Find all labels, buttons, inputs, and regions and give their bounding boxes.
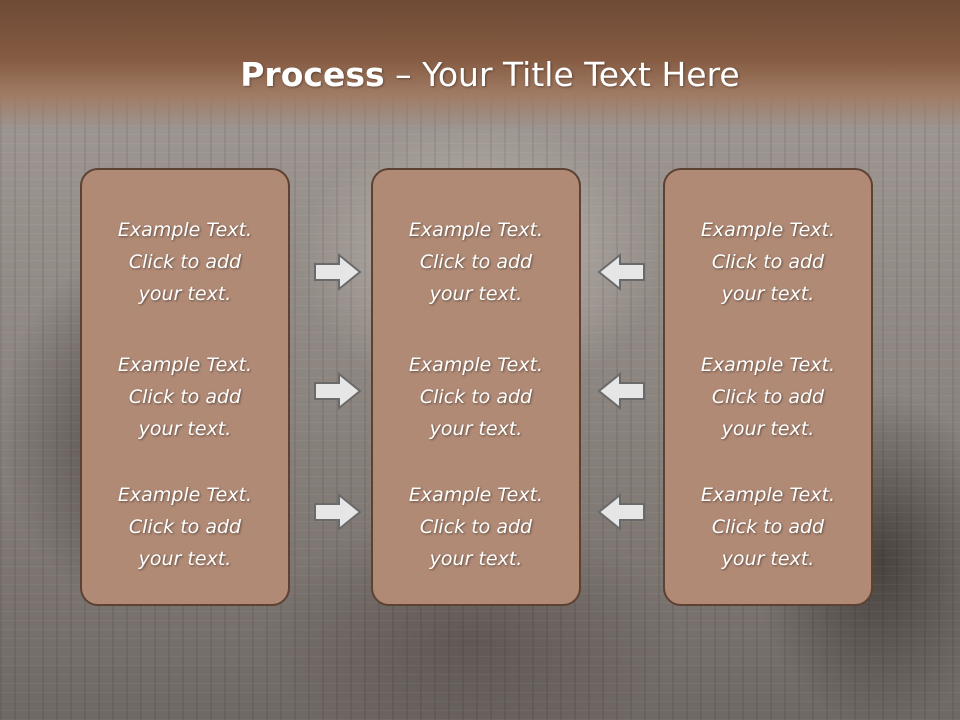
left-arrow-icon [596, 372, 646, 410]
box-left-text-2[interactable]: Example Text. Click to add your text. [117, 354, 253, 440]
right-arrow-icon [313, 372, 363, 410]
title-rest: – Your Title Text Here [384, 55, 740, 94]
box-left-text-3[interactable]: Example Text. Click to add your text. [117, 484, 253, 570]
process-box-left[interactable]: Example Text. Click to add your text. Ex… [80, 168, 290, 606]
box-right-text-2[interactable]: Example Text. Click to add your text. [700, 354, 836, 440]
box-left-text-1[interactable]: Example Text. Click to add your text. [117, 219, 253, 305]
left-arrow-icon [596, 253, 646, 291]
process-box-right[interactable]: Example Text. Click to add your text. Ex… [663, 168, 873, 606]
process-box-middle[interactable]: Example Text. Click to add your text. Ex… [371, 168, 581, 606]
box-middle-text-1[interactable]: Example Text. Click to add your text. [408, 219, 544, 305]
title-bar [0, 0, 960, 130]
box-right-text-1[interactable]: Example Text. Click to add your text. [700, 219, 836, 305]
title-bold: Process [240, 55, 385, 94]
left-arrow-icon [596, 493, 646, 531]
slide-title[interactable]: Process – Your Title Text Here [0, 52, 960, 98]
box-middle-text-2[interactable]: Example Text. Click to add your text. [408, 354, 544, 440]
right-arrow-icon [313, 493, 363, 531]
box-middle-text-3[interactable]: Example Text. Click to add your text. [408, 484, 544, 570]
right-arrow-icon [313, 253, 363, 291]
box-right-text-3[interactable]: Example Text. Click to add your text. [700, 484, 836, 570]
